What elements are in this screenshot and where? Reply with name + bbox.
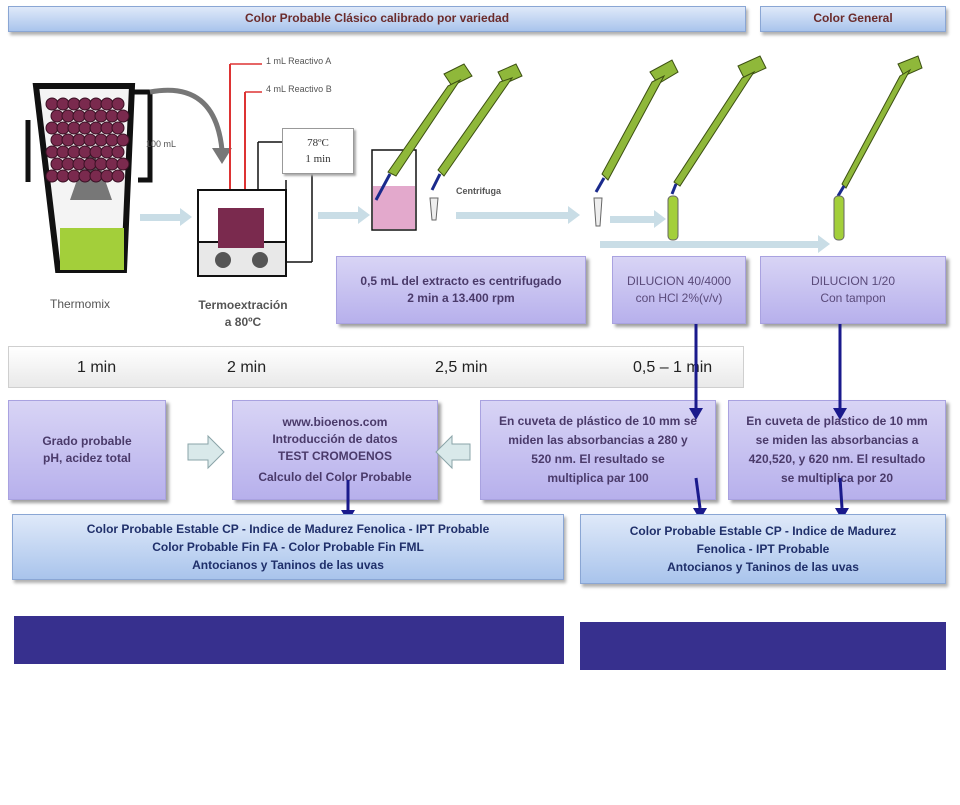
dilucion-a-box: DILUCION 40/4000 con HCl 2%(v/v): [612, 256, 746, 324]
cuveta-a-box: En cuveta de plástico de 10 mm se miden …: [480, 400, 716, 500]
web-line-3: TEST CROMOENOS: [277, 449, 392, 463]
centrifugado-line-2: 2 min a 13.400 rpm: [407, 291, 515, 305]
equation-right-tail: = 0,85: [841, 680, 922, 711]
result-left-line-3: Antocianos y Taninos de las uvas: [192, 558, 384, 572]
equation-left-exponent: 2: [48, 768, 58, 785]
pipette-icon: [387, 55, 923, 189]
result-right-line-3: Antocianos y Taninos de las uvas: [667, 560, 859, 574]
cuveta-b-line-4: se multiplica por 20: [780, 471, 894, 485]
timeline-step-4: 0,5 – 1 min: [633, 359, 713, 376]
cuveta-a-line-1: En cuveta de plástico de 10 mm se: [498, 414, 698, 428]
centrifugado-box: 0,5 mL del extracto es centrifugado 2 mi…: [336, 256, 586, 324]
timeline-step-3: 2,5 min: [435, 359, 488, 376]
left-block-arrow-icon: [435, 434, 471, 470]
thermomix-label: Thermomix: [50, 297, 111, 311]
result-left-box: Color Probable Estable CP - Indice de Ma…: [12, 514, 564, 580]
cuveta-b-line-1: En cuveta de plastico de 10 mm: [746, 414, 928, 428]
reactivo-b-label: 4 mL Reactivo B: [266, 84, 332, 94]
time-value: 1 min: [305, 153, 331, 165]
process-illustration: [25, 55, 923, 277]
heater-icon: [197, 141, 313, 277]
result-left-line-2: Color Probable Fin FA - Color Probable F…: [152, 540, 424, 554]
result-right-line-2: Fenolica - IPT Probable: [696, 542, 830, 556]
web-line-2: Introducción de datos: [272, 432, 398, 446]
grado-line-2: pH, acidez total: [42, 451, 131, 465]
dilucion-b-line-2: Con tampon: [820, 291, 886, 305]
equation-right: I C = C P ± 1,50 r2 = 0,85: [580, 622, 946, 711]
result-left-line-1: Color Probable Estable CP - Indice de Ma…: [86, 522, 490, 536]
cuveta-b-box: En cuveta de plastico de 10 mm se miden …: [728, 400, 946, 500]
dilucion-b-line-1: DILUCION 1/20: [810, 274, 896, 288]
right-block-arrow-icon: [187, 434, 225, 470]
cuveta-b-line-3: 420,520, y 620 nm. El resultado: [748, 452, 926, 466]
result-right-box: Color Probable Estable CP - Indice de Ma…: [580, 514, 946, 584]
reactivo-a-label: 1 mL Reactivo A: [266, 56, 332, 66]
timeline-bar: 1 min 2 min 2,5 min 0,5 – 1 min: [8, 346, 744, 388]
timeline-step-1: 1 min: [77, 359, 117, 376]
cuveta-a-line-4: multiplica par 100: [547, 471, 649, 485]
equation-right-exponent: 2: [832, 682, 842, 699]
centrifuga-label: Centrifuga: [456, 186, 501, 196]
equation-left-main: I C = C P ± 0,75: [38, 670, 224, 700]
result-right-line-1: Color Probable Estable CP - Indice de Ma…: [629, 524, 897, 538]
termoextraccion-line-1: Termoextración: [198, 298, 288, 312]
dilucion-b-box: DILUCION 1/20 Con tampon: [760, 256, 946, 324]
grapes-icon: [45, 97, 130, 183]
cuveta-b-line-2: se miden las absorbancias a: [755, 433, 919, 447]
header-right: Color General: [760, 6, 946, 32]
timeline-step-2: 2 min: [227, 359, 267, 376]
volume-label: 100 mL: [146, 139, 177, 149]
equation-left: I C = C P ± 0,75 r2 > 0,92: [14, 616, 564, 797]
equation-left-r: r: [38, 766, 49, 797]
equation-left-tail: > 0,92: [57, 766, 138, 797]
web-box: www.bioenos.com Introducción de datos TE…: [232, 400, 438, 500]
temp-card: 78ºC 1 min: [282, 128, 354, 174]
cuveta-a-line-2: miden las absorbancias a 280 y: [508, 433, 688, 447]
header-left: Color Probable Clásico calibrado por var…: [8, 6, 746, 32]
web-line-4: Calculo del Color Probable: [258, 470, 412, 484]
temp-value: 78ºC: [307, 137, 329, 149]
grado-line-1: Grado probable: [42, 434, 132, 448]
tube-icon: [429, 195, 845, 241]
centrifugado-line-1: 0,5 mL del extracto es centrifugado: [360, 274, 562, 288]
web-line-1: www.bioenos.com: [282, 415, 388, 429]
termoextraccion-line-2: a 80ºC: [224, 315, 262, 329]
equation-right-main: I C = C P ± 1,50 r: [630, 680, 833, 711]
cuveta-a-line-3: 520 nm. El resultado se: [531, 452, 665, 466]
dilucion-a-line-2: con HCl 2%(v/v): [635, 291, 723, 305]
dilucion-a-line-1: DILUCION 40/4000: [626, 274, 732, 288]
grado-box: Grado probable pH, acidez total: [8, 400, 166, 500]
beaker-icon: [371, 149, 417, 231]
termoextraccion-label: Termoextración a 80ºC: [188, 297, 298, 331]
